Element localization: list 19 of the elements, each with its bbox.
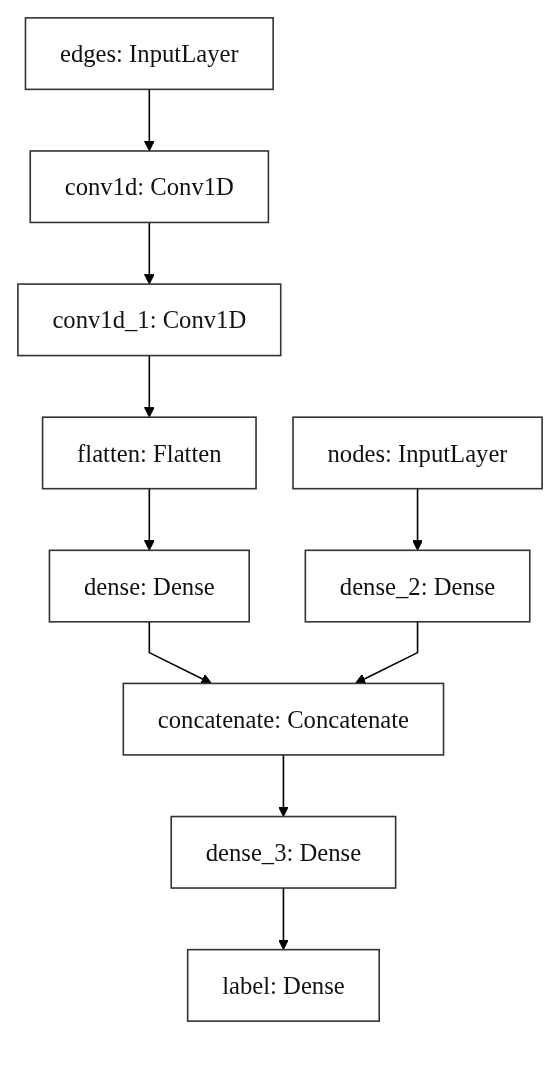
node-box: edges: InputLayer bbox=[24, 17, 274, 91]
node-box: nodes: InputLayer bbox=[292, 416, 543, 490]
node-box: dense_2: Dense bbox=[304, 549, 531, 623]
arrow bbox=[143, 487, 155, 551]
node-box: conv1d_1: Conv1D bbox=[17, 283, 282, 357]
arrow bbox=[143, 88, 155, 152]
node-box: dense: Dense bbox=[48, 549, 250, 623]
node-box: label: Dense bbox=[186, 948, 380, 1022]
arrow bbox=[278, 887, 289, 951]
node-box: conv1d: Conv1D bbox=[29, 150, 270, 224]
node-box: dense_3: Dense bbox=[170, 815, 397, 889]
arrow bbox=[143, 221, 155, 285]
arrow bbox=[278, 754, 289, 818]
arrow bbox=[354, 621, 419, 684]
arrow bbox=[412, 487, 423, 551]
node-box: flatten: Flatten bbox=[41, 416, 257, 490]
node-box: concatenate: Concatenate bbox=[122, 682, 445, 756]
arrow bbox=[143, 354, 155, 418]
arrow bbox=[148, 621, 212, 684]
